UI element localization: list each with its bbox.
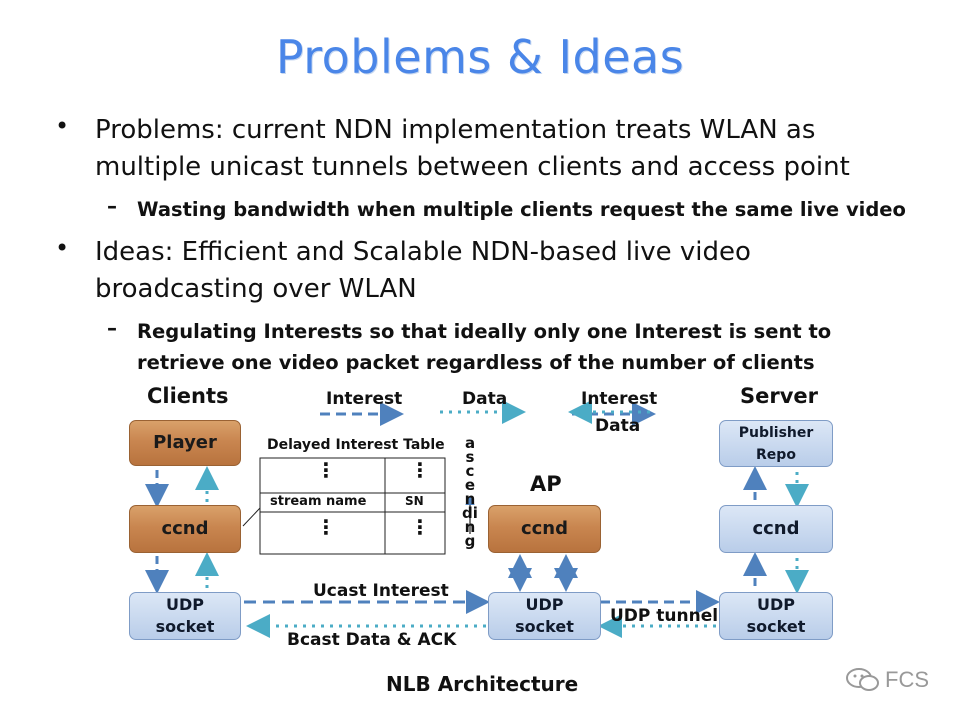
legend-data-label: Data (462, 389, 508, 409)
ap-udp-socket-box: UDP socket (488, 592, 601, 640)
publisher-repo-box: Publisher Repo (719, 420, 833, 467)
watermark: FCS (845, 666, 929, 694)
bcast-data-label: Bcast Data & ACK (287, 630, 457, 650)
ap-ccnd-box: ccnd (488, 505, 601, 553)
server-udp-socket-box: UDP socket (719, 592, 833, 640)
watermark-text: FCS (885, 667, 929, 692)
ucast-interest-label: Ucast Interest (313, 581, 449, 601)
legend-interest-label-2: Interest (581, 389, 658, 409)
sub-bullet-symbol: – (107, 194, 117, 218)
dit-dots-bottom-left: ⋮ (316, 515, 336, 539)
sub-bullet-text: Regulating Interests so that ideally onl… (137, 320, 832, 374)
bullet-text: Problems: current NDN implementation tre… (95, 115, 850, 182)
legend-interest-label: Interest (326, 389, 403, 409)
client-ccnd-box: ccnd (129, 505, 241, 553)
client-udp-socket-box: UDP socket (129, 592, 241, 640)
bullet-problems: • Problems: current NDN implementation t… (55, 112, 925, 186)
server-heading: Server (740, 384, 819, 408)
dit-dots-top-right: ⋮ (410, 458, 430, 482)
sub-bullet-symbol: – (107, 316, 117, 340)
dit-col-sn: SN (405, 494, 424, 508)
server-ccnd-box: ccnd (719, 505, 833, 553)
clients-heading: Clients (147, 384, 229, 408)
wechat-icon (846, 668, 879, 691)
bullet-ideas: • Ideas: Efficient and Scalable NDN-base… (55, 234, 925, 308)
bullet-symbol: • (55, 234, 70, 262)
sub-bullet-problems: – Wasting bandwidth when multiple client… (55, 194, 925, 225)
dit-dots-bottom-right: ⋮ (410, 515, 430, 539)
ap-heading: AP (530, 472, 562, 496)
bullet-symbol: • (55, 112, 70, 140)
dit-pointer-line (242, 507, 261, 527)
diagram-caption: NLB Architecture (386, 672, 579, 696)
dit-ascending-label: ascending (462, 434, 478, 550)
player-box: Player (129, 420, 241, 466)
slide-title: Problems & Ideas (275, 30, 685, 84)
sub-bullet-text: Wasting bandwidth when multiple clients … (137, 198, 906, 221)
sub-bullet-ideas: – Regulating Interests so that ideally o… (55, 316, 925, 378)
dit-title: Delayed Interest Table (267, 437, 445, 453)
udp-tunnel-label: UDP tunnel (610, 606, 719, 626)
dit-col-stream-name: stream name (270, 494, 367, 509)
dit-table-outline (259, 457, 446, 555)
bullet-text: Ideas: Efficient and Scalable NDN-based … (95, 237, 751, 304)
dit-dots-top-left: ⋮ (316, 458, 336, 482)
legend-data-label-2: Data (595, 416, 641, 436)
